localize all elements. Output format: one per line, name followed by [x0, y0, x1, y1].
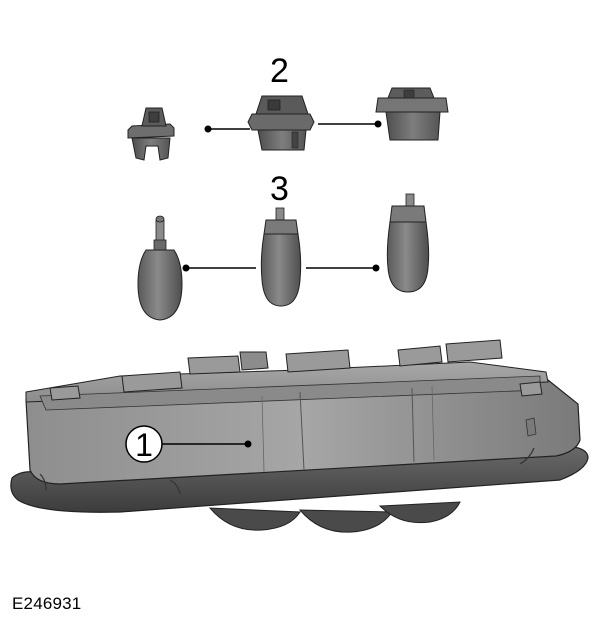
- item-1-callout-circle: [125, 425, 163, 463]
- bulb-holder-left: [127, 107, 175, 161]
- bulb-holder-center: [247, 95, 315, 151]
- bulb-left: [137, 215, 183, 321]
- leader-lines-item-2: [204, 120, 382, 133]
- item-1-label: 1: [135, 427, 153, 463]
- bulb-center: [260, 207, 302, 307]
- lamp-housing: [10, 339, 589, 533]
- figure-id: E246931: [12, 594, 82, 613]
- leader-lines-item-3: [182, 264, 380, 272]
- bulb-right: [386, 193, 430, 293]
- item-2-label: 2: [270, 52, 289, 90]
- bulb-holder-right: [375, 87, 449, 141]
- item-1-callout: 1: [125, 425, 252, 463]
- item-3-label: 3: [270, 170, 289, 208]
